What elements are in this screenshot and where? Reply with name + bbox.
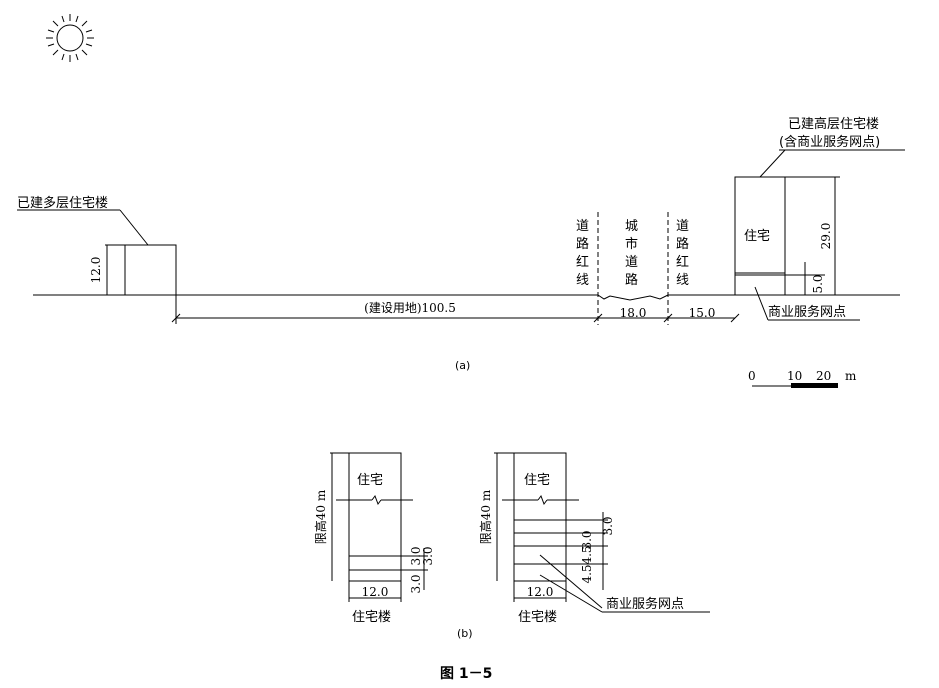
svg-text:20: 20 <box>816 369 831 383</box>
svg-text:城: 城 <box>625 219 638 234</box>
b-right-residential: 住宅 <box>524 473 550 488</box>
svg-text:12.0: 12.0 <box>362 585 389 599</box>
svg-text:路: 路 <box>576 236 589 252</box>
commercial-label-a: 商业服务网点 <box>768 304 846 320</box>
road-redline-left-label: 道 路 红 线 <box>576 219 589 288</box>
b-right-building <box>502 452 579 582</box>
svg-text:3.0: 3.0 <box>421 546 435 565</box>
land-width-dimension: (建设用地)100.5 <box>171 295 603 324</box>
b-right-limit-dimension: 限高40 m <box>478 452 514 581</box>
b-right-floor-dimensions: 3.0 3.0 4.5 4.5 <box>566 512 615 590</box>
figure-caption: 图 1－5 <box>440 666 492 682</box>
svg-text:红: 红 <box>676 254 689 270</box>
svg-text:18.0: 18.0 <box>620 306 647 320</box>
b-commercial-label: 商业服务网点 <box>606 596 684 612</box>
caption-b: (b) <box>457 627 473 640</box>
left-building-label: 已建多层住宅楼 <box>17 195 108 211</box>
b-left-name: 住宅楼 <box>352 610 391 625</box>
svg-text:道: 道 <box>576 219 589 234</box>
sun-icon <box>46 14 94 62</box>
b-right-width-dimension: 12.0 <box>513 581 567 602</box>
right-building-label-1: 已建高层住宅楼 <box>788 116 879 132</box>
svg-text:路: 路 <box>625 272 638 288</box>
svg-text:m: m <box>845 369 857 383</box>
b-right-name: 住宅楼 <box>518 610 557 625</box>
svg-text:5.0: 5.0 <box>811 274 825 293</box>
setback-dimension: 15.0 <box>689 306 716 320</box>
caption-a: (a) <box>455 359 470 372</box>
b-left-width-dimension: 12.0 <box>348 581 402 602</box>
right-commercial-height-dimension: 5.0 <box>785 262 825 295</box>
right-building-label-2: (含商业服务网点) <box>779 134 880 150</box>
svg-text:3.0: 3.0 <box>409 574 423 593</box>
svg-text:市: 市 <box>625 236 638 252</box>
scale-bar: 0 10 20 m <box>748 369 857 388</box>
road-width-dimension: 18.0 <box>598 306 740 323</box>
svg-text:3.0: 3.0 <box>580 530 594 549</box>
svg-text:3.0: 3.0 <box>601 516 615 535</box>
svg-text:(建设用地)100.5: (建设用地)100.5 <box>364 301 456 315</box>
city-road-label: 城 市 道 路 <box>625 219 638 288</box>
svg-text:道: 道 <box>625 255 638 270</box>
svg-text:4.5: 4.5 <box>580 545 594 564</box>
road-redline-right-label: 道 路 红 线 <box>676 219 689 288</box>
svg-text:0: 0 <box>748 369 756 383</box>
svg-text:10: 10 <box>787 369 802 383</box>
right-total-height-dimension: 29.0 <box>785 176 840 295</box>
svg-text:12.0: 12.0 <box>527 585 554 599</box>
svg-text:道: 道 <box>676 219 689 234</box>
svg-text:线: 线 <box>576 273 589 288</box>
svg-text:线: 线 <box>676 273 689 288</box>
left-building <box>124 244 177 296</box>
svg-text:3.0: 3.0 <box>409 546 423 565</box>
b-left-limit-dimension: 限高40 m <box>313 452 349 581</box>
left-height-dimension: 12.0 <box>89 244 125 295</box>
svg-text:路: 路 <box>676 236 689 252</box>
svg-text:限高40 m: 限高40 m <box>313 489 328 544</box>
b-left-building <box>336 452 413 582</box>
b-left-floor-dimensions: 3.0 3.0 3.0 <box>401 546 435 594</box>
svg-text:4.5: 4.5 <box>580 564 594 583</box>
svg-text:29.0: 29.0 <box>819 223 833 250</box>
b-commercial-leader <box>539 554 710 613</box>
ground-line <box>33 294 900 301</box>
svg-text:红: 红 <box>576 254 589 270</box>
svg-text:12.0: 12.0 <box>89 257 103 284</box>
b-left-residential: 住宅 <box>357 473 383 488</box>
svg-text:限高40 m: 限高40 m <box>478 489 493 544</box>
right-residential-label: 住宅 <box>744 229 770 244</box>
